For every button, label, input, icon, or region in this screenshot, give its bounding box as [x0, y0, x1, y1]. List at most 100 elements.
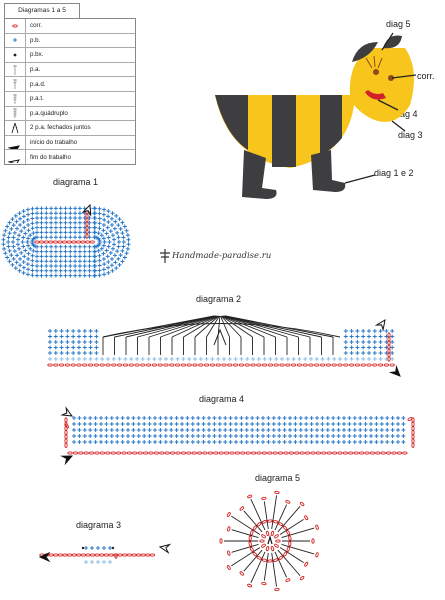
sc-stitch: [73, 206, 78, 211]
sc-stitch: [44, 244, 49, 249]
chain-stitch: [148, 451, 154, 455]
sc-stitch: [58, 235, 63, 240]
sc-stitch: [68, 259, 73, 264]
sc-stitch: [97, 258, 102, 263]
sc-stitch: [25, 240, 30, 244]
sc-stitch: [82, 249, 87, 254]
diagram-3: [38, 543, 172, 564]
sc-stitch: [99, 422, 103, 426]
dc-stitch: [274, 504, 288, 531]
dc-stitch: [221, 315, 265, 338]
sc-stitch: [23, 231, 28, 236]
legend-row-sc: p.b.: [5, 33, 135, 49]
sc-stitch: [401, 428, 406, 432]
sc-stitch: [320, 428, 325, 432]
sc-stitch: [97, 211, 102, 216]
chain-stitch: [358, 451, 365, 455]
sc-stitch: [39, 254, 44, 259]
sc-stitch: [53, 345, 58, 350]
sc-stitch: [239, 422, 244, 426]
sc-stitch: [39, 273, 44, 278]
sc-stitch: [87, 268, 92, 273]
sc-stitch: [233, 357, 238, 361]
sc-stitch: [169, 416, 174, 420]
sc-stitch: [136, 416, 141, 420]
sc-stitch: [82, 273, 87, 278]
chain-stitch: [267, 363, 274, 367]
dc-stitch: [231, 543, 259, 553]
sc-stitch: [48, 329, 52, 333]
sc-stitch: [122, 224, 127, 229]
sc-stitch: [244, 422, 249, 426]
sc-stitch: [26, 257, 31, 262]
sc-stitch: [255, 434, 260, 438]
sc-stitch: [82, 334, 87, 339]
chain-stitch: [308, 363, 314, 367]
chain-stitch: [53, 363, 59, 367]
sc-stitch: [367, 357, 371, 361]
sc-stitch: [325, 428, 330, 432]
chain-stitch: [274, 543, 279, 548]
sc-stitch: [26, 251, 31, 256]
sc-stitch: [390, 434, 395, 438]
sc-stitch: [190, 422, 195, 426]
sc-stitch: [355, 340, 360, 344]
sc-stitch: [343, 357, 348, 361]
chain-stitch: [89, 240, 95, 244]
sc-stitch: [135, 357, 139, 361]
chain-stitch: [286, 530, 291, 536]
sc-stitch: [217, 422, 222, 426]
chain-stitch: [366, 363, 372, 367]
sc-stitch: [17, 211, 22, 216]
legend-label: fim do trabalho: [30, 153, 71, 161]
chain-stitch: [249, 546, 254, 552]
sc-stitch: [363, 422, 368, 426]
sc-stitch: [11, 244, 16, 249]
sc-stitch: [77, 428, 82, 432]
chain-stitch: [114, 553, 118, 559]
diagram-1-title: diagrama 1: [53, 177, 99, 187]
sc-stitch: [77, 434, 82, 438]
chain-stitch: [279, 363, 285, 367]
chain-stitch: [319, 363, 326, 367]
sc-stitch: [104, 416, 109, 420]
chain-stitch: [286, 546, 290, 552]
sc-stitch: [25, 207, 30, 212]
sc-stitch: [374, 428, 379, 432]
chain-stitch: [105, 363, 111, 367]
chain-stitch: [196, 451, 203, 455]
sc-stitch: [390, 351, 395, 355]
chain-stitch: [159, 451, 165, 455]
sc-stitch: [288, 440, 292, 444]
sc-stitch: [396, 422, 400, 426]
bee-ear: [352, 42, 378, 62]
sc-stitch: [82, 340, 87, 344]
sc-stitch: [146, 357, 151, 361]
sc-stitch: [120, 416, 125, 420]
chain-stitch: [411, 425, 415, 432]
sc-stitch: [97, 206, 102, 211]
sc-stitch: [121, 240, 126, 244]
sc-stitch: [49, 273, 54, 278]
sc-stitch: [104, 428, 109, 432]
chain-stitch: [364, 451, 370, 455]
sc-stitch: [105, 225, 110, 230]
sc-stitch: [347, 428, 352, 432]
chain-stitch: [274, 490, 280, 495]
sc-stitch: [93, 440, 98, 444]
sc-stitch: [234, 416, 238, 420]
chain-stitch: [99, 553, 105, 557]
sc-stitch: [217, 416, 222, 420]
sc-stitch: [49, 268, 54, 273]
sc-stitch: [77, 357, 81, 361]
sc-stitch: [107, 240, 112, 244]
legend-tab[interactable]: Diagramas 1 a 5: [4, 3, 80, 18]
sc-stitch: [315, 422, 319, 426]
sc-stitch: [39, 268, 44, 273]
sc-stitch: [14, 260, 19, 265]
chain-stitch: [245, 451, 251, 455]
chain-stitch: [232, 363, 239, 367]
sc-stitch: [68, 254, 73, 259]
sc-stitch: [63, 211, 68, 216]
